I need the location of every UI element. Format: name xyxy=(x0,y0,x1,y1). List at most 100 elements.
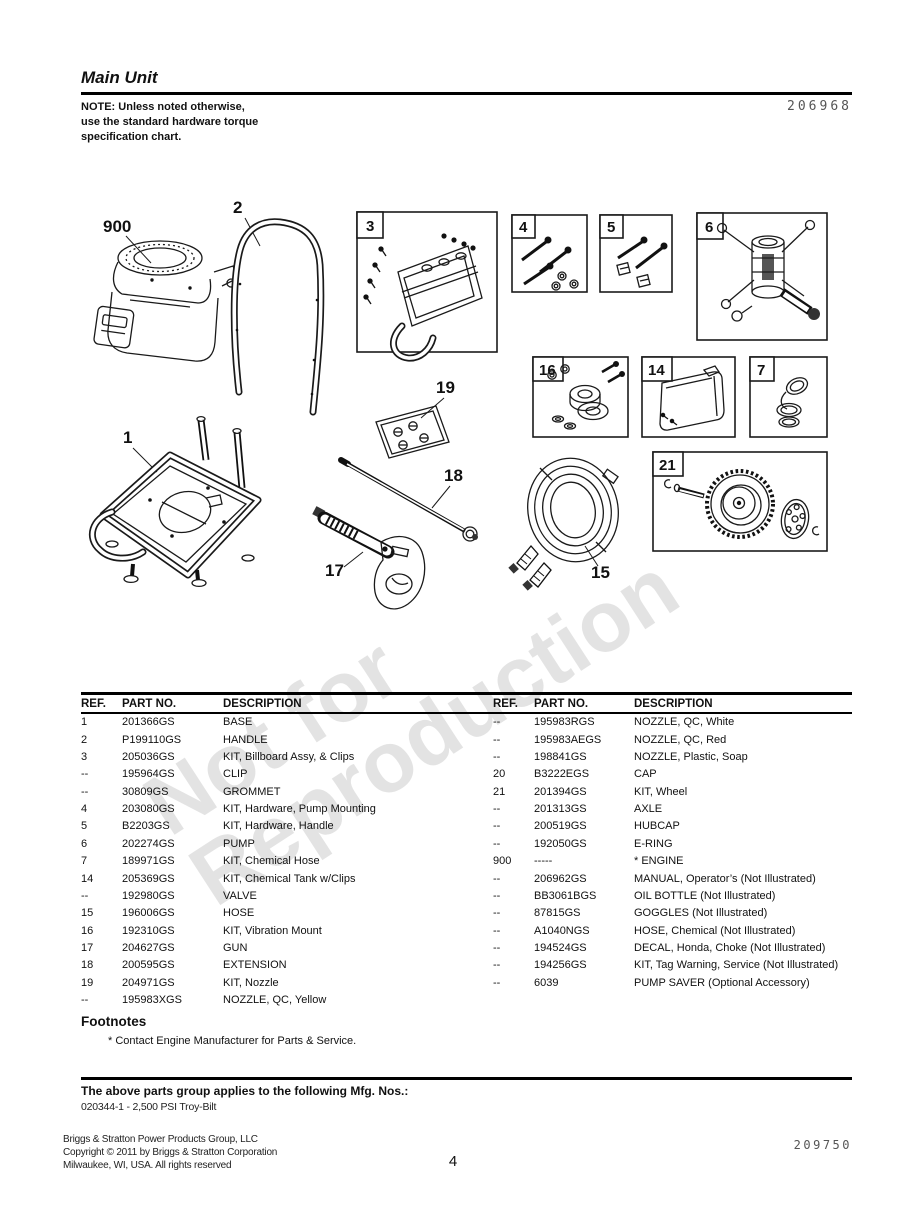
table-cell: -- xyxy=(493,889,501,902)
col-partno-right: PART NO. xyxy=(534,693,634,714)
table-cell: -- xyxy=(493,733,501,746)
table-cell: HUBCAP xyxy=(634,820,680,833)
table-cell: -- xyxy=(493,924,501,937)
billboard-kit-box: 3 xyxy=(356,211,498,362)
table-cell: NOZZLE, QC, Yellow xyxy=(223,994,327,1007)
table-cell: -- xyxy=(81,768,89,781)
table-cell: KIT, Hardware, Pump Mounting xyxy=(223,803,376,816)
table-cell xyxy=(534,992,634,1009)
gun-illustration: 17 xyxy=(312,506,426,610)
table-cell: 6039 xyxy=(534,976,559,989)
table-cell: -- xyxy=(493,959,501,972)
page-title: Main Unit xyxy=(81,68,158,87)
callout-1: 1 xyxy=(123,428,132,447)
table-cell: 21 xyxy=(493,785,506,798)
table-cell: 194256GS xyxy=(534,959,587,972)
callout-7: 7 xyxy=(757,362,765,379)
callout-21: 21 xyxy=(659,457,676,474)
table-cell: PUMP SAVER (Optional Accessory) xyxy=(634,976,810,989)
table-cell: P199110GS xyxy=(122,733,182,746)
table-cell: CAP xyxy=(634,768,657,781)
table-cell: KIT, Billboard Assy, & Clips xyxy=(223,750,355,763)
col-partno-left: PART NO. xyxy=(122,693,223,714)
callout-900: 900 xyxy=(103,217,131,236)
callout-16: 16 xyxy=(539,362,556,379)
table-cell: KIT, Tag Warning, Service (Not Illustrat… xyxy=(634,959,839,972)
callout-6: 6 xyxy=(705,219,713,236)
table-cell: -- xyxy=(493,907,501,920)
table-cell: -- xyxy=(493,942,501,955)
table-cell: 196006GS xyxy=(122,907,175,920)
table-cell: A1040NGS xyxy=(534,924,590,937)
table-cell: GROMMET xyxy=(223,785,281,798)
handle-hardware-box: 5 xyxy=(599,214,673,293)
table-cell: 194524GS xyxy=(534,942,587,955)
table-cell: 192980GS xyxy=(122,889,175,902)
table-cell: GOGGLES (Not Illustrated) xyxy=(634,907,768,920)
table-cell xyxy=(493,992,534,1009)
callout-19: 19 xyxy=(436,378,455,397)
table-cell: EXTENSION xyxy=(223,959,287,972)
table-cell: HOSE, Chemical (Not Illustrated) xyxy=(634,924,796,937)
table-cell: 189971GS xyxy=(122,855,175,868)
table-cell: DECAL, Honda, Choke (Not Illustrated) xyxy=(634,942,826,955)
table-cell: NOZZLE, Plastic, Soap xyxy=(634,750,748,763)
footer-line: Briggs & Stratton Power Products Group, … xyxy=(63,1134,258,1145)
table-cell: MANUAL, Operator’s (Not Illustrated) xyxy=(634,872,816,885)
note-line: specification chart. xyxy=(81,131,182,143)
table-cell: 4 xyxy=(81,803,88,816)
table-cell: 3 xyxy=(81,750,88,763)
page-number: 4 xyxy=(448,1153,458,1170)
mfg-model: 020344-1 - 2,500 PSI Troy-Bilt xyxy=(81,1101,217,1113)
footnote-item: * Contact Engine Manufacturer for Parts … xyxy=(108,1035,357,1047)
table-cell: -- xyxy=(493,716,501,729)
table-cell: 198841GS xyxy=(534,750,587,763)
table-cell: B2203GS xyxy=(122,820,170,833)
footer-line: Copyright © 2011 by Briggs & Stratton Co… xyxy=(63,1147,278,1158)
table-cell: 192310GS xyxy=(122,924,175,937)
table-cell: 6 xyxy=(81,837,88,850)
table-cell: VALVE xyxy=(223,889,257,902)
col-desc-left: DESCRIPTION xyxy=(223,693,493,714)
table-cell: 200519GS xyxy=(534,820,587,833)
table-cell: 205036GS xyxy=(122,750,175,763)
table-cell: * ENGINE xyxy=(634,855,684,868)
table-cell: KIT, Wheel xyxy=(634,785,688,798)
table-cell: 5 xyxy=(81,820,88,833)
table-cell: 900 xyxy=(493,855,512,868)
table-cell: 15 xyxy=(81,907,94,920)
table-cell: BASE xyxy=(223,716,253,729)
table-cell: -- xyxy=(81,889,89,902)
table-cell: -- xyxy=(493,803,501,816)
callout-4: 4 xyxy=(519,219,528,236)
table-cell: -- xyxy=(493,872,501,885)
base-illustration: 1 xyxy=(88,415,262,588)
table-header-row: REF. PART NO. DESCRIPTION REF. PART NO. … xyxy=(81,693,852,714)
wheel-kit-box: 21 xyxy=(652,451,828,552)
table-cell: ----- xyxy=(534,855,553,868)
callout-5: 5 xyxy=(607,219,615,236)
table-cell: 195983XGS xyxy=(122,994,182,1007)
table-cell: 14 xyxy=(81,872,94,885)
table-cell: 206962GS xyxy=(534,872,587,885)
table-cell: -- xyxy=(493,837,501,850)
table-cell: -- xyxy=(493,820,501,833)
table-cell: 204627GS xyxy=(122,942,175,955)
chemical-tank-box: 14 xyxy=(641,356,736,438)
header-doc-number: 206968 xyxy=(787,99,852,114)
note-line: NOTE: Unless noted otherwise, xyxy=(81,101,245,113)
table-cell: KIT, Vibration Mount xyxy=(223,924,322,937)
